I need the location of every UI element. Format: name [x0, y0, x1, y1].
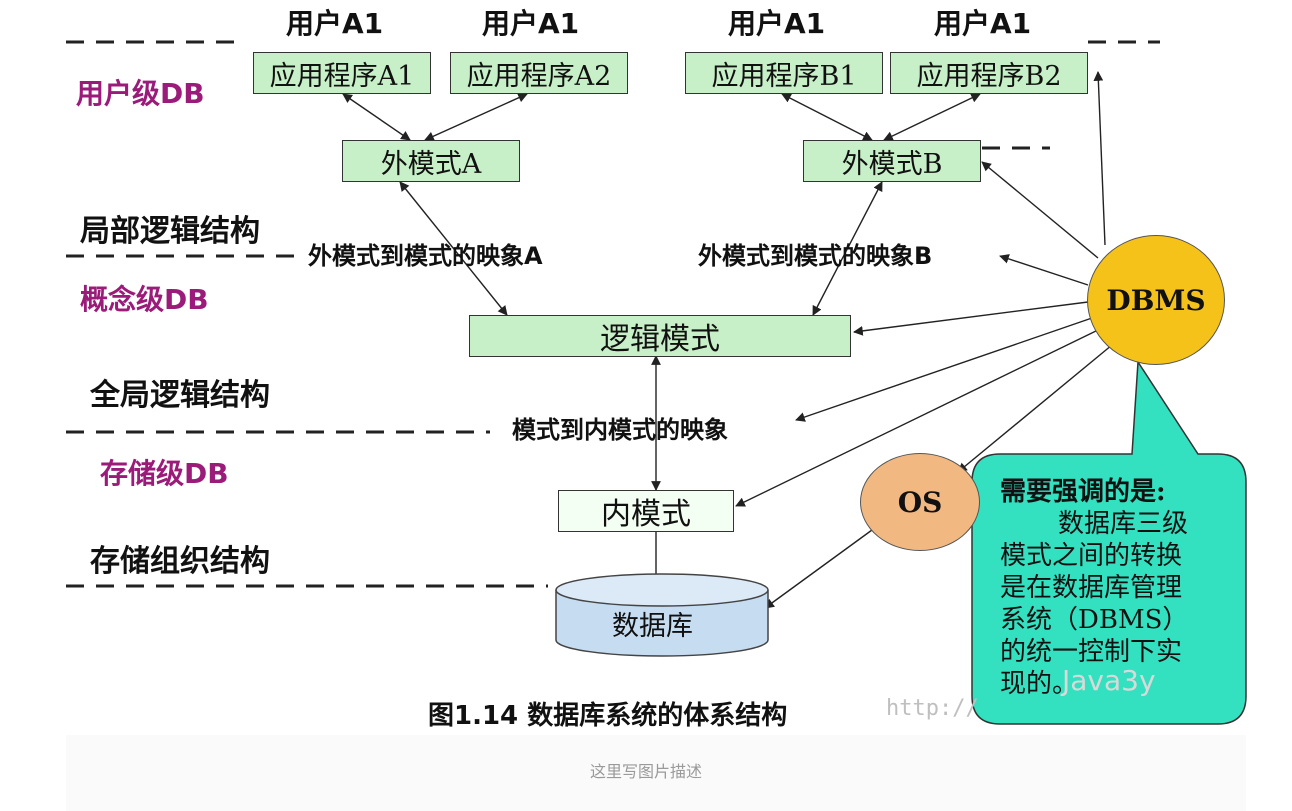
database-cylinder [555, 573, 769, 657]
app-box-a1: 应用程序A1 [253, 52, 431, 94]
structure-label-storage: 存储组织结构 [90, 544, 270, 579]
structure-label-local: 局部逻辑结构 [80, 214, 260, 249]
user-label: 用户A1 [934, 7, 1032, 40]
mapping-label-internal: 模式到内模式的映象 [512, 416, 728, 444]
logical-schema-box: 逻辑模式 [469, 315, 851, 357]
os-node: OS [860, 453, 980, 551]
callout-line: 现的。 [1000, 669, 1079, 699]
structure-label-global: 全局逻辑结构 [90, 378, 270, 413]
app-box-a2: 应用程序A2 [450, 52, 628, 94]
external-schema-b: 外模式B [803, 140, 981, 182]
database-label: 数据库 [612, 611, 693, 642]
callout-line: 模式之间的转换 [1000, 541, 1183, 571]
external-schema-a: 外模式A [342, 140, 520, 182]
mapping-label-a: 外模式到模式的映象A [308, 242, 543, 270]
callout-bubble [971, 359, 1247, 725]
user-label: 用户A1 [286, 7, 384, 40]
user-label: 用户A1 [482, 7, 580, 40]
app-box-b1: 应用程序B1 [685, 52, 883, 94]
callout-line: 需要强调的是: [1000, 477, 1166, 507]
internal-schema-box: 内模式 [558, 490, 734, 532]
callout-text: 需要强调的是: 数据库三级 模式之间的转换 是在数据库管理 系统（DBMS） 的… [1000, 476, 1236, 700]
mapping-label-b: 外模式到模式的映象B [698, 242, 933, 270]
callout-line: 系统（DBMS） [1000, 605, 1189, 635]
callout-line: 是在数据库管理 [1000, 573, 1183, 603]
level-separators [66, 40, 1160, 588]
app-box-b2: 应用程序B2 [890, 52, 1088, 94]
watermark-logo: Java3y [1062, 664, 1156, 697]
description-panel [66, 735, 1246, 811]
level-label-storage: 存储级DB [100, 457, 229, 490]
level-label-user: 用户级DB [76, 77, 205, 110]
callout-line: 的统一控制下实 [1000, 637, 1183, 667]
figure-caption: 图1.14 数据库系统的体系结构 [428, 701, 788, 731]
callout-line: 数据库三级 [1058, 509, 1189, 539]
level-label-concept: 概念级DB [80, 283, 209, 316]
dbms-node: DBMS [1087, 235, 1225, 365]
image-description: 这里写图片描述 [589, 762, 702, 781]
watermark-url: http:// [886, 696, 979, 721]
user-label: 用户A1 [728, 7, 826, 40]
